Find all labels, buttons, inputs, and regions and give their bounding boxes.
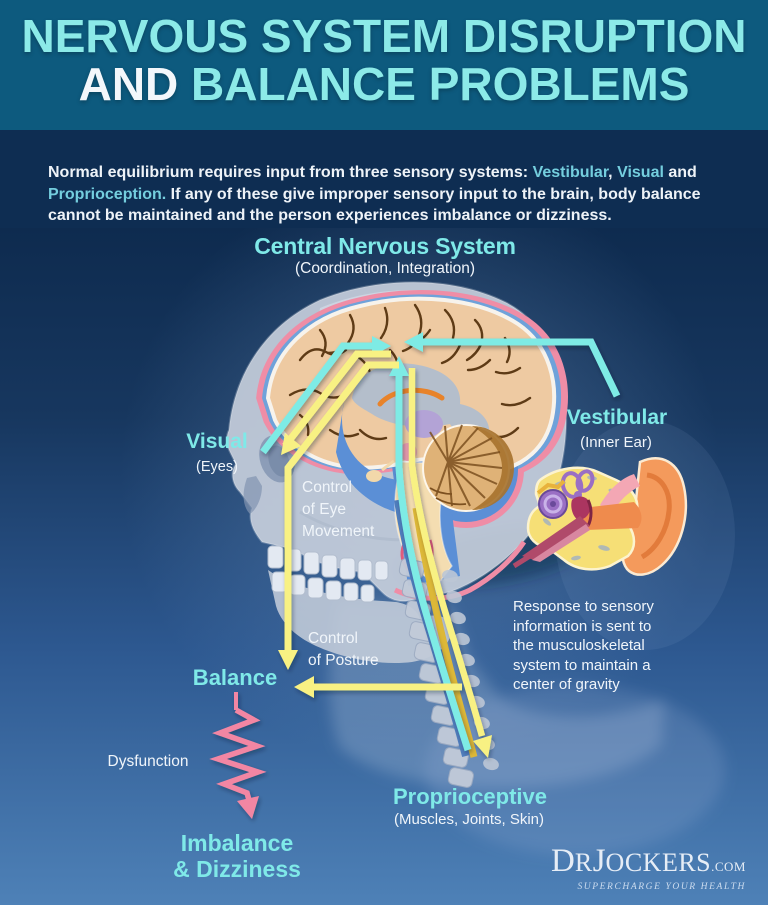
vestibular-sublabel: (Inner Ear) <box>580 434 652 451</box>
proprioceptive-sublabel: (Muscles, Joints, Skin) <box>393 811 545 828</box>
proprioceptive-label: Proprioceptive <box>392 784 548 809</box>
title-and: AND <box>78 58 179 110</box>
pituitary <box>366 470 382 482</box>
cerebellum <box>422 424 514 512</box>
ear-canal <box>580 502 642 530</box>
imbalance-label: Imbalance& Dizziness <box>173 830 301 882</box>
nasal-aperture <box>243 476 262 514</box>
ear-illustration <box>512 420 735 650</box>
drjockers-logo: DRJOCKERS.COM SUPERCHARGE YOUR HEALTH <box>551 843 746 892</box>
eustachian-tube <box>522 516 590 560</box>
dysfunction-zigzag-arrow <box>209 692 267 819</box>
visual-label: Visual <box>186 430 248 453</box>
balance-input-arrow <box>294 676 462 698</box>
ear-canal-lining <box>600 474 640 514</box>
balance-label: Balance <box>192 665 278 690</box>
corpus-callosum <box>352 363 490 440</box>
logo-letter-j: J <box>592 843 606 879</box>
header-banner: NERVOUS SYSTEM DISRUPTION AND BALANCE PR… <box>0 0 768 130</box>
ossicles <box>571 496 591 520</box>
vestibular-nerve <box>536 479 566 495</box>
vestibular-input-arrow <box>404 332 621 398</box>
dysfunction-label: Dysfunction <box>107 753 189 770</box>
musculoskeletal-response-arrow <box>408 368 492 758</box>
cns-label: Central Nervous System <box>254 233 516 259</box>
vestibular-label: Vestibular <box>566 406 668 429</box>
pathway-arrows <box>209 332 621 819</box>
visual-sublabel: (Eyes) <box>196 459 238 475</box>
page-title: NERVOUS SYSTEM DISRUPTION AND BALANCE PR… <box>21 10 747 110</box>
logo-tagline: SUPERCHARGE YOUR HEALTH <box>577 882 746 892</box>
teeth <box>267 545 389 603</box>
intro-paragraph: Normal equilibrium requires input from t… <box>48 164 701 224</box>
spinal-gold-tract <box>412 507 478 758</box>
cns-sublabel: (Coordination, Integration) <box>294 260 476 277</box>
intro-band: Normal equilibrium requires input from t… <box>0 130 768 228</box>
logo-domain: .COM <box>711 859 746 874</box>
eye-movement-arrow <box>281 350 391 455</box>
posture-arrow <box>278 361 399 670</box>
logo-letter-d: D <box>551 843 575 879</box>
